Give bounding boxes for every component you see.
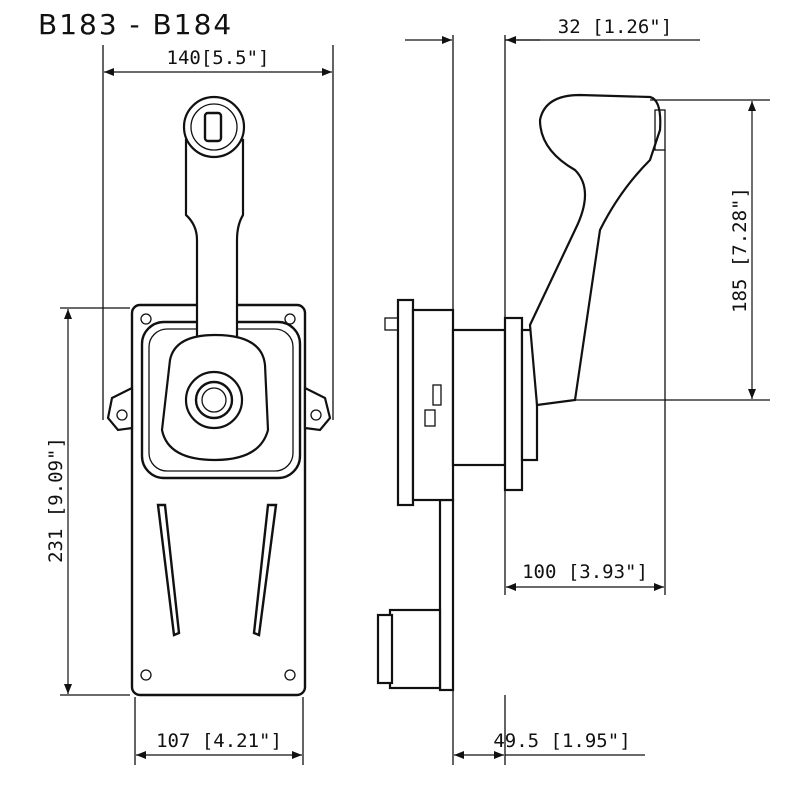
front-view: 140[5.5"] 231 [9.09"] 107 [4.21"] — [45, 45, 334, 765]
dimension-plate-height: 231 [9.09"] — [45, 437, 67, 563]
dimension-offset-top: 32 [1.26"] — [558, 16, 672, 38]
dimension-width-top: 140[5.5"] — [167, 47, 270, 69]
drawing-title: B183 - B184 — [38, 8, 233, 41]
dimension-lever-height: 185 [7.28"] — [729, 187, 751, 313]
dimension-plate-width: 107 [4.21"] — [156, 730, 282, 752]
dimension-depth: 100 [3.93"] — [522, 561, 648, 583]
side-view: 32 [1.26"] 185 [7.28"] 100 [3.93"] 49.5 … — [376, 16, 770, 765]
dimension-rear-depth: 49.5 [1.95"] — [493, 730, 630, 752]
